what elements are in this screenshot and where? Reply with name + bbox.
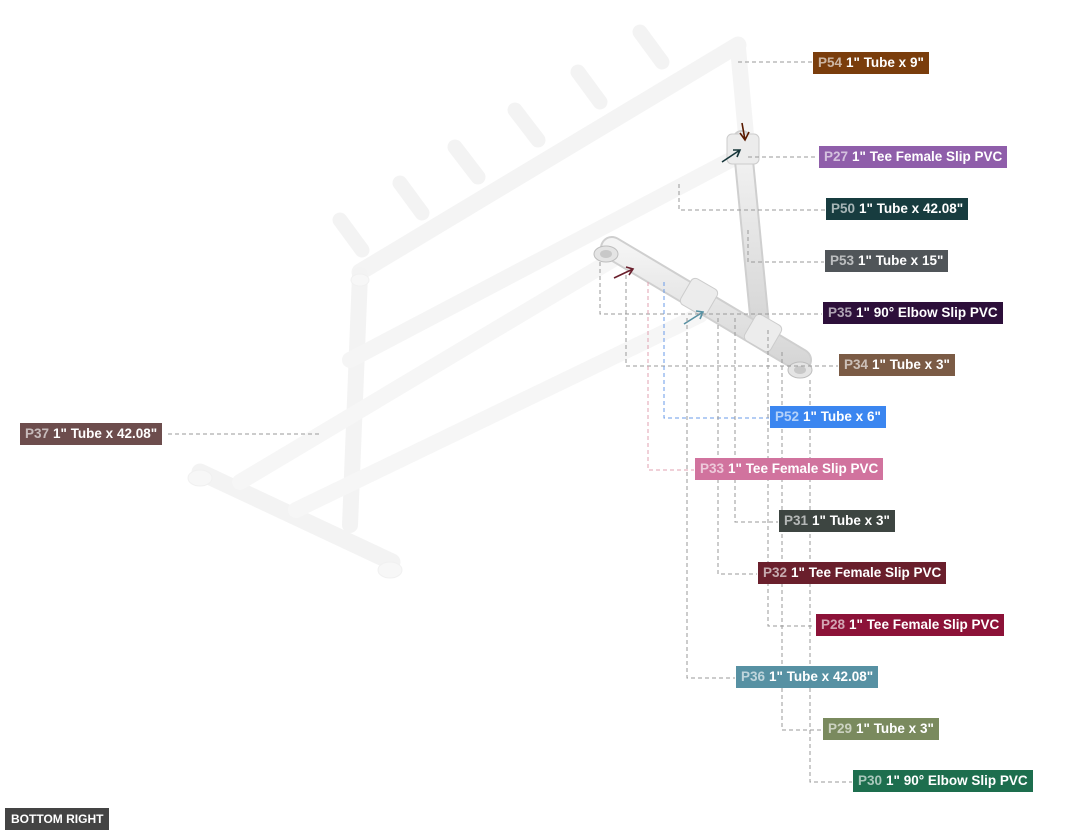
part-desc: 1" Tube x 3" (812, 513, 890, 528)
part-id: P54 (818, 55, 843, 70)
part-id: P28 (821, 617, 846, 632)
highlighted-pipe (593, 130, 813, 379)
part-desc: 1" Tee Female Slip PVC (852, 149, 1003, 164)
part-id: P34 (844, 357, 869, 372)
part-desc: 1" Tube x 42.08" (859, 201, 964, 216)
part-desc: 1" Tee Female Slip PVC (791, 565, 942, 580)
part-desc: 1" Tube x 42.08" (769, 669, 874, 684)
part-desc: 1" Tube x 3" (856, 721, 934, 736)
part-desc: 1" Tee Female Slip PVC (728, 461, 879, 476)
part-id: P53 (830, 253, 855, 268)
part-id: P50 (831, 201, 856, 216)
part-desc: 1" Tee Female Slip PVC (849, 617, 1000, 632)
part-id: P31 (784, 513, 809, 528)
part-desc: 1" Tube x 3" (872, 357, 950, 372)
part-id: P37 (25, 426, 50, 441)
part-id: P36 (741, 669, 766, 684)
part-desc: 1" Tube x 15" (858, 253, 944, 268)
part-desc: 1" Tube x 9" (846, 55, 924, 70)
part-id: P35 (828, 305, 853, 320)
part-id: P27 (824, 149, 849, 164)
part-id: P32 (763, 565, 788, 580)
part-id: P29 (828, 721, 853, 736)
part-desc: 1" 90° Elbow Slip PVC (886, 773, 1028, 788)
ghost-structure (187, 24, 754, 579)
part-desc: 1" Tube x 6" (803, 409, 881, 424)
part-id: P30 (858, 773, 883, 788)
part-desc: 1" Tube x 42.08" (53, 426, 158, 441)
part-desc: 1" 90° Elbow Slip PVC (856, 305, 998, 320)
view-label: BOTTOM RIGHT (5, 808, 110, 830)
part-id: P52 (775, 409, 800, 424)
part-id: P33 (700, 461, 725, 476)
